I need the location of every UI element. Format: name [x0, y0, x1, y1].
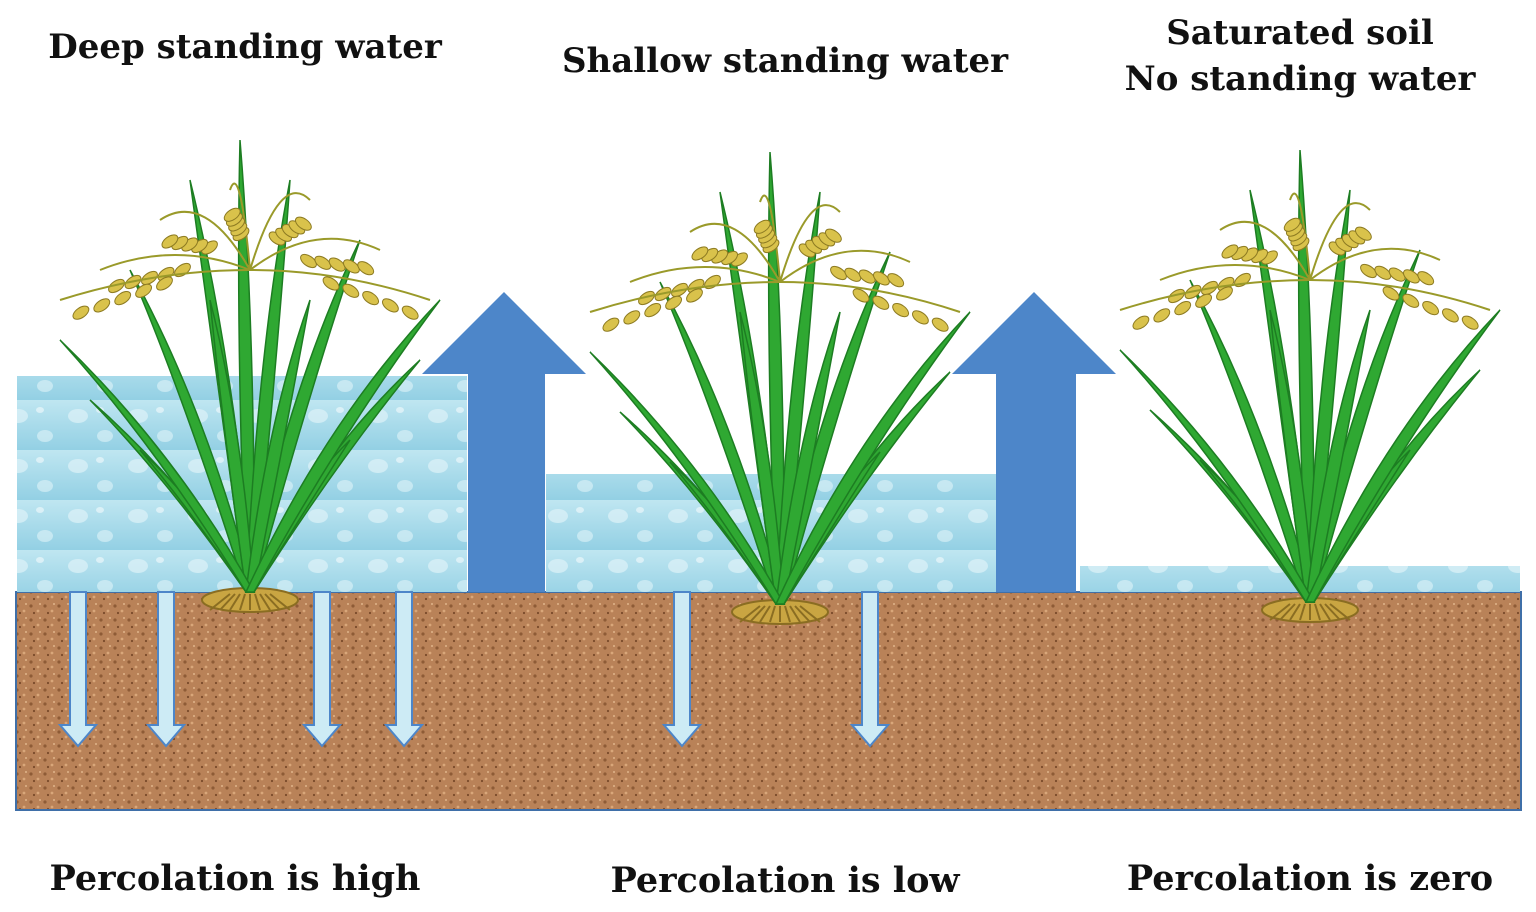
panel-2-title: Shallow standing water: [560, 38, 1010, 84]
panel-3-caption: Percolation is zero: [1126, 858, 1494, 899]
rice-plant-icon: [589, 151, 971, 625]
percolation-arrow-icon: [57, 591, 99, 748]
percolation-arrow-icon: [301, 591, 343, 748]
percolation-arrow-icon: [383, 591, 425, 748]
percolation-arrow-icon: [145, 591, 187, 748]
panel-1-title: Deep standing water: [40, 24, 450, 70]
panel-3-title-line-2: No standing water: [1124, 59, 1476, 99]
panel-3-title: Saturated soil No standing water: [1110, 10, 1490, 102]
panel-2-title-line-1: Shallow standing water: [561, 41, 1009, 81]
panel-1-title-line-1: Deep standing water: [48, 27, 442, 67]
rice-plant-icon: [59, 139, 441, 613]
rice-plant-icon: [1119, 149, 1501, 623]
percolation-arrow-icon: [661, 591, 703, 748]
up-arrow-icon: [952, 292, 1116, 592]
soil-layer: [15, 591, 1522, 811]
panel-3-title-line-1: Saturated soil: [1166, 13, 1434, 53]
panel-1-caption: Percolation is high: [49, 858, 421, 899]
panel-2-caption: Percolation is low: [610, 860, 960, 901]
up-arrow-icon: [422, 292, 586, 592]
percolation-arrow-icon: [849, 591, 891, 748]
